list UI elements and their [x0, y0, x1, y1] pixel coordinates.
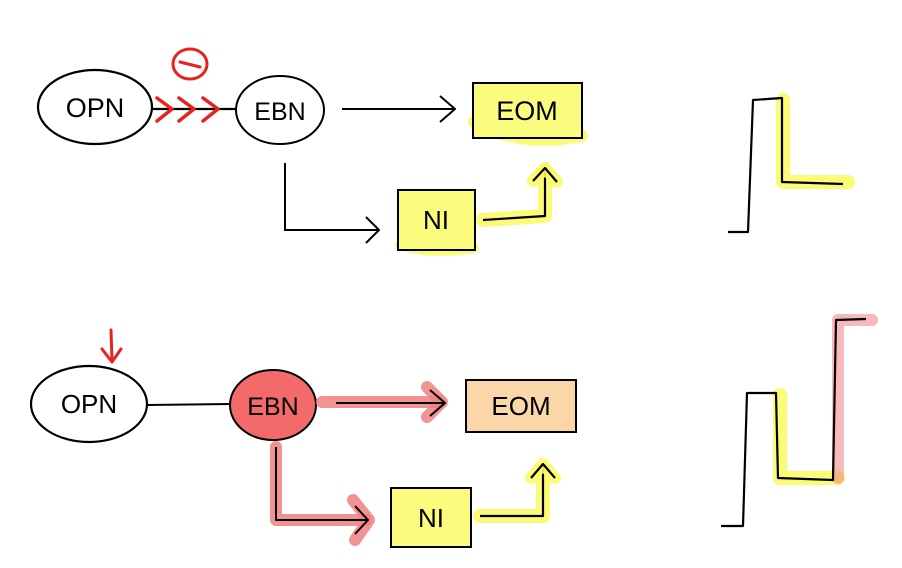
eom-label-top: EOM — [496, 96, 558, 126]
opn-label-bottom: OPN — [61, 389, 117, 419]
eom-box-bottom: EOM — [465, 379, 577, 433]
ni-label-top: NI — [423, 205, 449, 235]
ebn-eom-arrow-bottom — [316, 381, 448, 423]
ebn-eom-arrow-top — [342, 95, 456, 123]
eom-box-top: EOM — [468, 82, 588, 146]
ebn-label-top: EBN — [254, 98, 305, 126]
ebn-ni-arrow-bottom — [270, 441, 375, 546]
ni-box-bottom: NI — [390, 487, 472, 548]
ebn-node-top: EBN — [235, 75, 325, 145]
ebn-ni-arrow-top — [284, 163, 380, 244]
ni-label-bottom: NI — [418, 503, 444, 533]
bottom-panel: OPN EBN EOM NI — [29, 314, 878, 548]
inhibition-symbol — [171, 47, 209, 81]
opn-label-top: OPN — [66, 93, 125, 123]
ni-eom-arrow-top — [476, 162, 563, 227]
opn-node-top: OPN — [36, 68, 154, 146]
ebn-node-bottom: EBN — [229, 369, 317, 441]
opn-stimulus-arrow — [100, 328, 123, 364]
eye-position-trace-bottom — [721, 314, 878, 528]
opn-node-bottom: OPN — [29, 364, 149, 444]
eom-label-bottom: EOM — [491, 391, 550, 421]
top-panel: OPN EBN EOM — [36, 47, 855, 256]
ni-eom-arrow-bottom — [473, 458, 561, 523]
ebn-label-bottom: EBN — [247, 393, 298, 421]
ni-box-top: NI — [395, 189, 479, 256]
opn-ebn-inhibitory-connection — [152, 96, 237, 123]
opn-ebn-connection-bottom — [146, 403, 232, 406]
eye-position-trace-top — [728, 93, 855, 234]
